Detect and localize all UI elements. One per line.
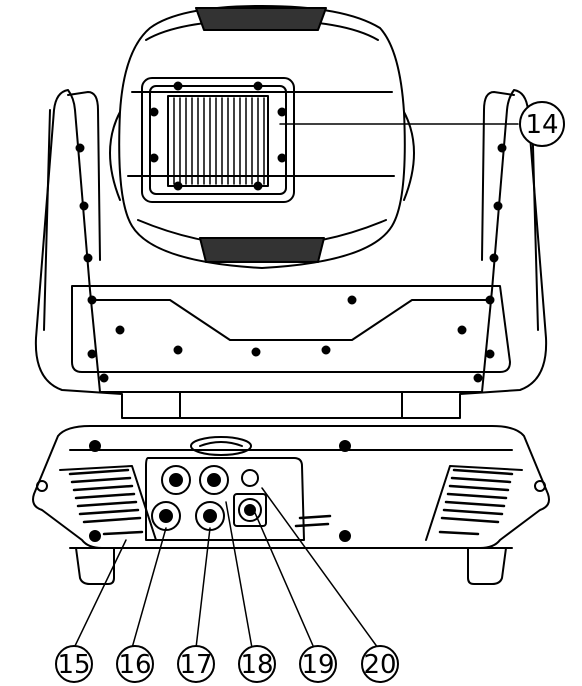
power-in-connector	[151, 501, 181, 531]
leader-lines	[73, 123, 519, 649]
power-inlet-socket	[233, 493, 267, 527]
callout-label: 14	[525, 110, 558, 140]
base-housing	[32, 425, 550, 585]
callout-16: 16	[116, 645, 154, 683]
left-vent-grille	[68, 468, 144, 536]
callout-17: 17	[177, 645, 215, 683]
yoke-front-panel	[71, 285, 511, 373]
yoke-neck	[179, 391, 403, 419]
moving-head	[109, 5, 415, 269]
left-yoke-arm	[34, 89, 181, 419]
connector-panel	[145, 457, 305, 541]
fuse-holder	[241, 469, 259, 487]
dmx-out-connector	[199, 465, 229, 495]
heatsink-panel	[141, 77, 295, 203]
callout-18: 18	[238, 645, 276, 683]
callout-label: 16	[118, 650, 151, 680]
callout-15: 15	[55, 645, 93, 683]
callout-label: 18	[240, 650, 273, 680]
dmx-in-connector	[161, 465, 191, 495]
right-vent-grille	[294, 468, 514, 536]
callout-14: 14	[519, 101, 565, 147]
callout-label: 19	[301, 650, 334, 680]
callout-label: 17	[179, 650, 212, 680]
callout-label: 15	[57, 650, 90, 680]
callout-19: 19	[299, 645, 337, 683]
power-out-connector	[195, 501, 225, 531]
callout-label: 20	[363, 650, 396, 680]
callout-20: 20	[361, 645, 399, 683]
right-yoke-arm	[401, 89, 548, 419]
